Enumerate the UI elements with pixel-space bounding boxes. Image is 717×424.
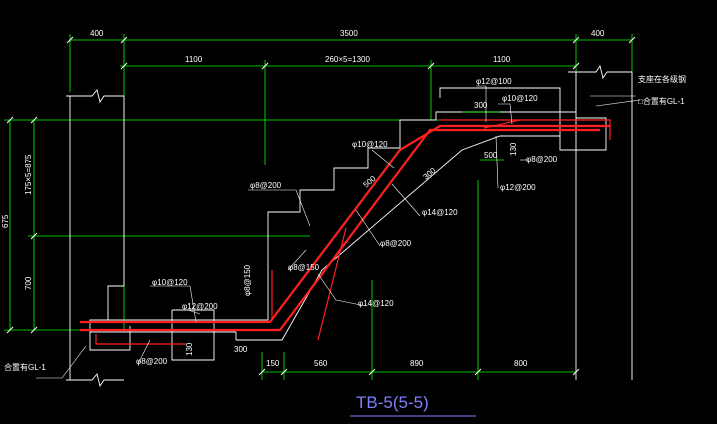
- dim-right-wall: 400: [591, 29, 605, 38]
- label-rebar-left-1: φ8@200: [250, 181, 282, 190]
- dim-inner-3: 130: [509, 142, 518, 156]
- dim-inner-5: 300: [422, 166, 438, 182]
- label-rebar-mid-3: φ8@200: [380, 239, 412, 248]
- left-dimension-chain: 675 175×5=875 700: [1, 116, 440, 334]
- leader-lines: [36, 85, 641, 379]
- dim-lower-landing: 1100: [185, 55, 203, 64]
- dim-inner-7: 130: [185, 342, 194, 356]
- bottom-dimension-chain: 150 560 890 800: [258, 180, 580, 380]
- dim-left-wall: 400: [90, 29, 104, 38]
- label-rebar-bot-4: φ14@120: [358, 299, 394, 308]
- reinforcement-bars: [80, 119, 611, 345]
- dim-upper-landing: 1100: [493, 55, 511, 64]
- label-rebar-left-2: φ8@150: [288, 263, 320, 272]
- label-rebar-bot-3: φ8@200: [136, 357, 168, 366]
- label-beam-left: 合置有GL-1: [4, 362, 46, 372]
- dim-steps: 260×5=1300: [325, 55, 370, 64]
- dim-left-steps: 175×5=875: [24, 154, 33, 195]
- dim-bottom-1: 150: [266, 359, 280, 368]
- dim-overall: 3500: [340, 29, 358, 38]
- dim-left-lower: 700: [24, 276, 33, 290]
- label-rebar-top-1: φ12@100: [476, 77, 512, 86]
- label-rebar-mid-1: φ10@120: [352, 140, 388, 149]
- label-rebar-mid-2: φ14@120: [422, 208, 458, 217]
- stair-concrete-outline: [89, 87, 607, 361]
- label-rebar-bot-1: φ10@120: [152, 278, 188, 287]
- dim-left-overall: 675: [1, 214, 10, 228]
- dim-bottom-2: 560: [314, 359, 328, 368]
- label-beam-right: □合置有GL-1: [638, 96, 685, 106]
- drawing-title: TB-5(5-5): [356, 393, 429, 412]
- label-rebar-bot-2: φ12@200: [182, 302, 218, 311]
- dim-inner-6: 300: [234, 345, 248, 354]
- top-dimension-chain: 400 3500 400 1100 260×5=1300 1100: [66, 29, 636, 380]
- annotation-labels: 支座在各级钢 □合置有GL-1 合置有GL-1 φ12@100 φ10@120 …: [4, 74, 686, 372]
- left-wall: [66, 89, 125, 388]
- label-rebar-top-4: φ12@200: [500, 183, 536, 192]
- dim-bottom-4: 800: [514, 359, 528, 368]
- dim-inner-2: 500: [484, 151, 498, 160]
- dim-inner-1: 300: [474, 101, 488, 110]
- right-wall: [568, 64, 633, 380]
- label-support-right: 支座在各级钢: [638, 74, 686, 84]
- label-rebar-top-3: φ8@200: [526, 155, 558, 164]
- dim-inner-4: 500: [362, 174, 378, 190]
- label-rebar-left-3: φ8@150: [243, 264, 252, 296]
- label-rebar-top-2: φ10@120: [502, 94, 538, 103]
- dim-bottom-3: 890: [410, 359, 424, 368]
